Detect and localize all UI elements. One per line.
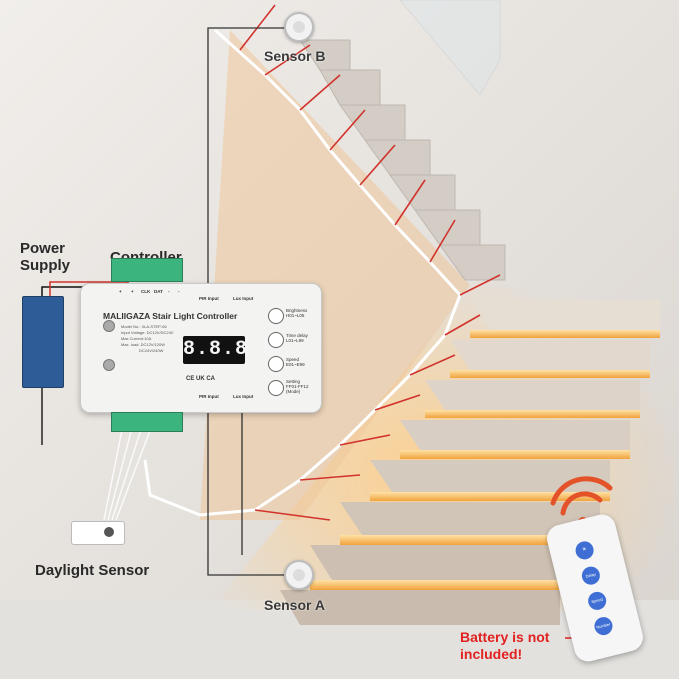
remote-button-speed[interactable]: Speed	[586, 589, 609, 612]
daylight-wires	[103, 419, 155, 521]
daylight-sensor-device	[71, 521, 125, 545]
controller-brand-title: MALIIGAZA Stair Light Controller	[103, 311, 238, 321]
spec-line-4: Max. load: DC12V/120W	[121, 342, 166, 347]
remote-button-delay[interactable]: Delay	[579, 564, 602, 587]
battery-note-line2: included!	[460, 646, 523, 662]
certification-marks: CE UK CA	[186, 376, 216, 382]
spec-line-2: Input Voltage: DC12V/DC24V	[121, 330, 174, 335]
lower-steps	[280, 300, 660, 625]
top-terminal-minus-2: -	[178, 289, 180, 294]
battery-note-line1: Battery is not	[460, 629, 550, 645]
top-terminal-plus-1: +	[119, 289, 122, 294]
top-terminal-block	[111, 258, 183, 282]
spec-line-3: Max Current:10A	[121, 336, 152, 341]
power-supply-label-line2: Supply	[20, 257, 71, 274]
sensor-b-icon	[284, 12, 314, 42]
screw-top-icon	[103, 320, 115, 332]
top-terminal-plus-2: +	[131, 289, 134, 294]
screw-bottom-icon	[103, 359, 115, 371]
speed-label: Speed	[286, 357, 300, 362]
daylight-sensor-label: Daylight Sensor	[35, 562, 150, 579]
lux-input-bottom-label: Lux Input	[233, 394, 254, 399]
top-terminal-minus-1: -	[168, 289, 170, 294]
power-supply-unit	[22, 296, 64, 388]
sensor-a-label: Sensor A	[264, 597, 325, 613]
pir-input-b-label: PIR Input	[199, 296, 219, 301]
power-supply-label: Power Supply	[20, 240, 70, 274]
daylight-sensor-lens-icon	[104, 527, 114, 537]
power-supply-label-line1: Power	[20, 240, 66, 257]
brightness-button[interactable]	[268, 308, 284, 324]
remote-button-power[interactable]: *	[573, 539, 596, 562]
brightness-label: Brightness	[286, 308, 308, 313]
led-display: 8.8.8.8	[183, 336, 273, 364]
pir-input-a-label: PIR Input	[199, 394, 219, 399]
setting-label: Setting	[286, 379, 301, 384]
spec-line-5: DC24V/240W	[139, 348, 164, 353]
speed-sub: E01~E99	[286, 362, 305, 367]
spec-line-1: Model No.: XLA-STEP-06	[121, 324, 167, 329]
top-terminal-clk: CLK	[141, 289, 151, 294]
brightness-sub: H01~L05	[286, 313, 305, 318]
setting-button-label: Setting FF01-FF12 (Mode)	[286, 379, 321, 394]
speed-button[interactable]	[268, 356, 284, 372]
top-terminal-dat: DAT	[154, 289, 163, 294]
speed-button-label: Speed E01~E99	[286, 357, 305, 367]
time-delay-button-label: Time delay L01~L99	[286, 333, 308, 343]
battery-note: Battery is not included!	[460, 629, 549, 663]
glass-railing	[399, 0, 501, 96]
setting-sub: FF01-FF12 (Mode)	[286, 384, 309, 394]
sensor-a-icon	[284, 560, 314, 590]
sensor-b-label: Sensor B	[264, 48, 326, 64]
brightness-button-label: Brightness H01~L05	[286, 308, 307, 318]
remote-button-number[interactable]: Number	[592, 615, 615, 637]
time-delay-button[interactable]	[268, 332, 284, 348]
time-delay-sub: L01~L99	[286, 338, 304, 343]
lux-input-top-label: Lux Input	[233, 296, 254, 301]
time-delay-label: Time delay	[286, 333, 308, 338]
setting-button[interactable]	[268, 380, 284, 396]
bottom-terminal-block	[111, 412, 183, 432]
stair-light-controller: + + CLK DAT - - PIR Input Lux Input MALI…	[80, 258, 322, 432]
red-wires	[239, 4, 501, 521]
